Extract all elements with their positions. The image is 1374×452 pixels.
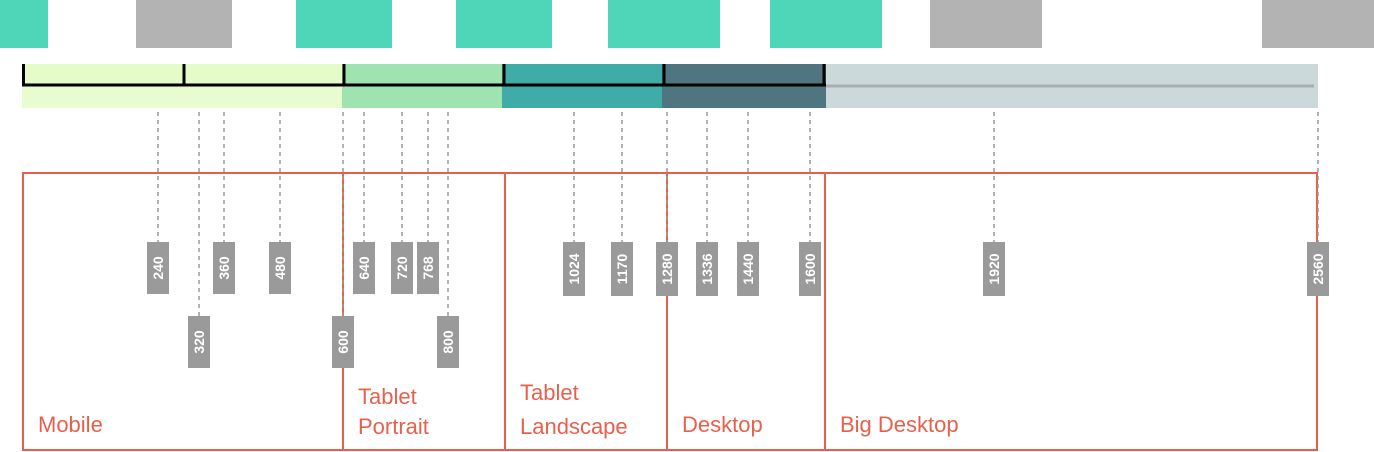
breakpoint-label: 800 [440, 330, 456, 354]
breakpoint-label-bg [353, 242, 375, 294]
category-frame [22, 172, 1318, 451]
breakpoint-labels: 240 320 360 480 600 640 720 768 800 1024 1170 1280 1… [147, 242, 1329, 368]
breakpoint-label: 1920 [986, 253, 1002, 284]
breakpoint-label: 320 [191, 330, 207, 354]
breakpoint-label: 2560 [1310, 253, 1326, 284]
band-top [22, 64, 342, 86]
category-label: Mobile [38, 412, 103, 437]
breakpoint-label-bg [696, 242, 718, 296]
category-label: Big Desktop [840, 412, 959, 437]
top-block [1262, 0, 1374, 48]
breakpoint-label: 1600 [802, 253, 818, 284]
band-bottom [22, 86, 342, 108]
top-block [608, 0, 720, 48]
breakpoint-label-bg [656, 242, 678, 296]
breakpoint-label-bg [391, 242, 413, 294]
breakpoint-label-bg [799, 242, 821, 296]
breakpoint-label-bg [1307, 242, 1329, 296]
top-block [0, 0, 48, 48]
category-label: Tablet [520, 380, 579, 405]
breakpoint-label: 240 [150, 256, 166, 280]
breakpoint-label-bg [332, 316, 354, 368]
breakpoint-label: 768 [420, 256, 436, 280]
breakpoint-lines [157, 112, 1319, 316]
band-bottom [826, 86, 1318, 108]
breakpoint-label: 600 [335, 330, 351, 354]
band-bottom [342, 86, 502, 108]
top-block [296, 0, 392, 48]
breakpoint-label: 720 [394, 256, 410, 280]
band-bottom [502, 86, 662, 108]
category-label: Landscape [520, 414, 628, 439]
breakpoint-label-bg [269, 242, 291, 294]
breakpoint-label: 1440 [740, 253, 756, 284]
breakpoint-label: 1170 [614, 254, 630, 285]
breakpoint-label: 1280 [659, 253, 675, 284]
top-block [136, 0, 232, 48]
category-boxes [22, 172, 1318, 451]
band-bottom [662, 86, 826, 108]
breakpoint-label-bg [188, 316, 210, 368]
breakpoint-label-bg [213, 242, 235, 294]
breakpoint-label-bg [737, 242, 759, 296]
category-label: Desktop [682, 412, 763, 437]
category-label: Tablet [358, 384, 417, 409]
band-top [342, 64, 502, 86]
band-axis [22, 64, 1314, 88]
top-block [930, 0, 1042, 48]
breakpoint-label-bg [983, 242, 1005, 296]
breakpoint-label: 640 [356, 256, 372, 280]
breakpoint-label: 1336 [699, 253, 715, 284]
top-block [456, 0, 552, 48]
breakpoint-label-bg [563, 242, 585, 296]
band-bar [22, 64, 1318, 108]
breakpoint-label: 360 [216, 256, 232, 280]
breakpoint-label-bg [417, 242, 439, 294]
breakpoint-label-bg [437, 316, 459, 368]
top-block [770, 0, 882, 48]
category-label: Portrait [358, 414, 429, 439]
band-top [826, 64, 1318, 86]
breakpoint-label: 480 [272, 256, 288, 280]
band-top [662, 64, 826, 86]
breakpoint-label-bg [147, 242, 169, 294]
breakpoint-label-bg [611, 242, 633, 296]
breakpoint-label: 1024 [566, 253, 582, 284]
top-blocks [0, 0, 1374, 48]
band-top [502, 64, 662, 86]
